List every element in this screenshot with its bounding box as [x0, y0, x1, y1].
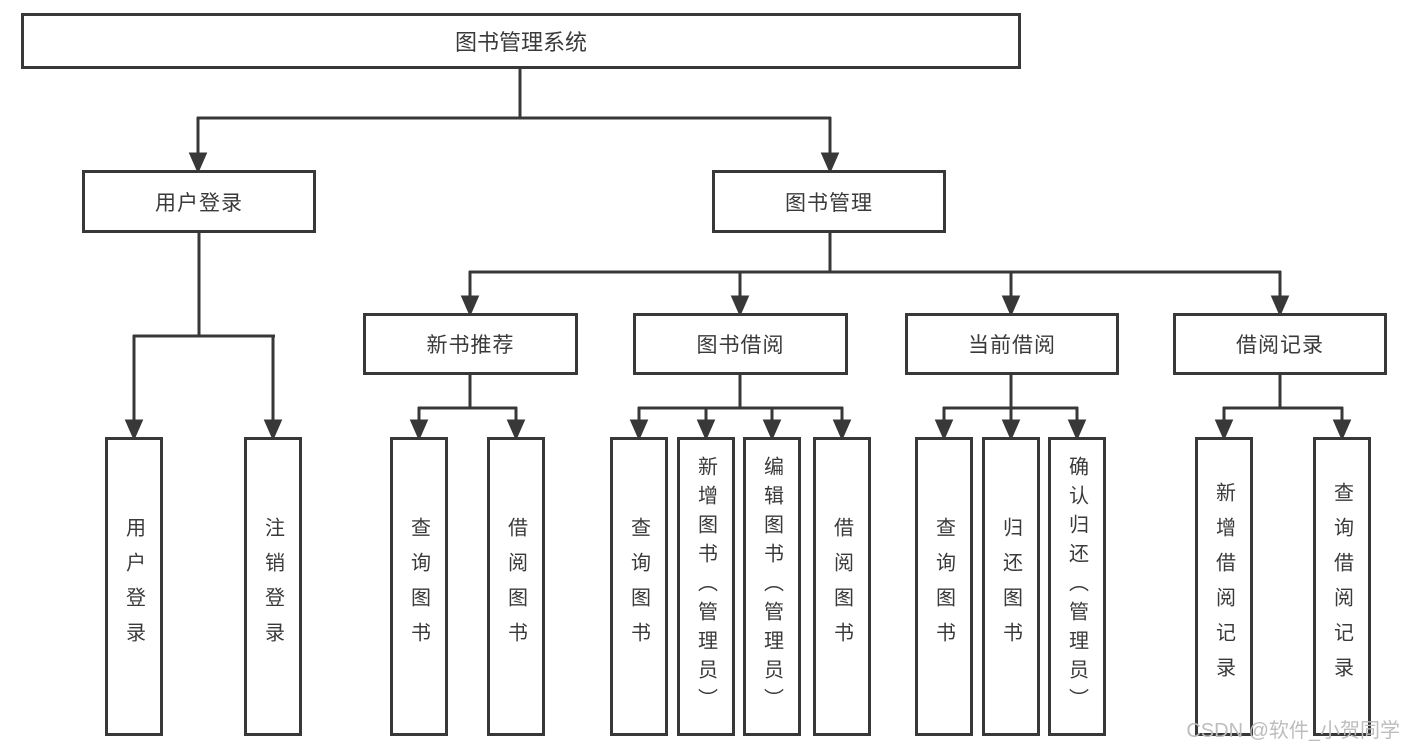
tree-edge-lines: [133, 69, 1343, 410]
arrow-down-icon: [188, 117, 208, 174]
node-current-borrow: 当前借阅: [905, 313, 1119, 375]
leaf-user-login-label: 用户登录: [122, 516, 145, 657]
leaf-query-books-borrow: 查询图书: [610, 437, 668, 736]
leaf-logout: 注销登录: [244, 437, 302, 736]
node-book-borrow-label: 图书借阅: [696, 334, 785, 357]
arrow-down-icon: [506, 407, 526, 441]
node-book-management-label: 图书管理: [785, 191, 873, 215]
leaf-query-books-current-label: 查询图书: [932, 516, 955, 657]
node-user-login: 用户登录: [82, 170, 316, 233]
arrow-down-icon: [1001, 407, 1021, 441]
leaf-query-books-recommend: 查询图书: [390, 437, 448, 736]
leaf-add-borrow-record-label: 新增借阅记录: [1212, 481, 1235, 692]
node-library-system: 图书管理系统: [21, 13, 1021, 69]
leaf-query-borrow-record-label: 查询借阅记录: [1330, 481, 1353, 692]
node-new-book-recommend: 新书推荐: [363, 313, 578, 375]
arrow-down-icon: [1214, 407, 1234, 441]
leaf-user-login: 用户登录: [105, 437, 163, 736]
node-user-login-label: 用户登录: [155, 191, 243, 215]
leaf-return-book: 归还图书: [982, 437, 1040, 736]
node-borrow-records-label: 借阅记录: [1236, 334, 1324, 357]
arrow-down-icon: [696, 407, 716, 441]
leaf-confirm-return-admin-label: 确认归还（管理员）: [1065, 456, 1088, 717]
arrow-down-icon: [820, 117, 840, 174]
node-book-management: 图书管理: [712, 170, 946, 233]
arrow-down-icon: [730, 271, 750, 317]
arrow-down-icon: [409, 407, 429, 441]
leaf-logout-label: 注销登录: [261, 516, 284, 657]
arrow-down-icon: [629, 407, 649, 441]
leaf-query-books-borrow-label: 查询图书: [627, 516, 650, 657]
node-current-borrow-label: 当前借阅: [968, 334, 1056, 357]
node-book-borrow: 图书借阅: [633, 313, 848, 375]
arrow-down-icon: [762, 407, 782, 441]
arrow-down-icon: [1332, 407, 1352, 441]
leaf-confirm-return-admin: 确认归还（管理员）: [1048, 437, 1106, 736]
node-library-system-label: 图书管理系统: [454, 30, 587, 55]
watermark: CSDN @软件_小贺同学: [1186, 720, 1400, 742]
leaf-query-books-recommend-label: 查询图书: [407, 516, 430, 657]
arrow-down-icon: [934, 407, 954, 441]
leaf-borrow-books-recommend-label: 借阅图书: [504, 516, 527, 657]
leaf-edit-book-admin: 编辑图书（管理员）: [743, 437, 801, 736]
arrow-down-icon: [460, 271, 480, 317]
arrow-down-icon: [1270, 271, 1290, 317]
leaf-borrow-books-recommend: 借阅图书: [487, 437, 545, 736]
leaf-borrow-books: 借阅图书: [813, 437, 871, 736]
leaf-edit-book-admin-label: 编辑图书（管理员）: [760, 456, 783, 717]
leaf-borrow-books-label: 借阅图书: [830, 516, 853, 657]
leaf-add-borrow-record: 新增借阅记录: [1195, 437, 1253, 736]
leaf-return-book-label: 归还图书: [999, 516, 1022, 657]
arrow-down-icon: [124, 335, 144, 441]
leaf-query-books-current: 查询图书: [915, 437, 973, 736]
leaf-query-borrow-record: 查询借阅记录: [1313, 437, 1371, 736]
arrow-down-icon: [263, 335, 283, 441]
node-borrow-records: 借阅记录: [1173, 313, 1387, 375]
arrow-down-icon: [832, 407, 852, 441]
leaf-add-book-admin: 新增图书（管理员）: [677, 437, 735, 736]
leaf-add-book-admin-label: 新增图书（管理员）: [694, 456, 717, 717]
node-new-book-recommend-label: 新书推荐: [426, 334, 515, 357]
arrow-down-icon: [1001, 271, 1021, 317]
arrow-down-icon: [1067, 407, 1087, 441]
